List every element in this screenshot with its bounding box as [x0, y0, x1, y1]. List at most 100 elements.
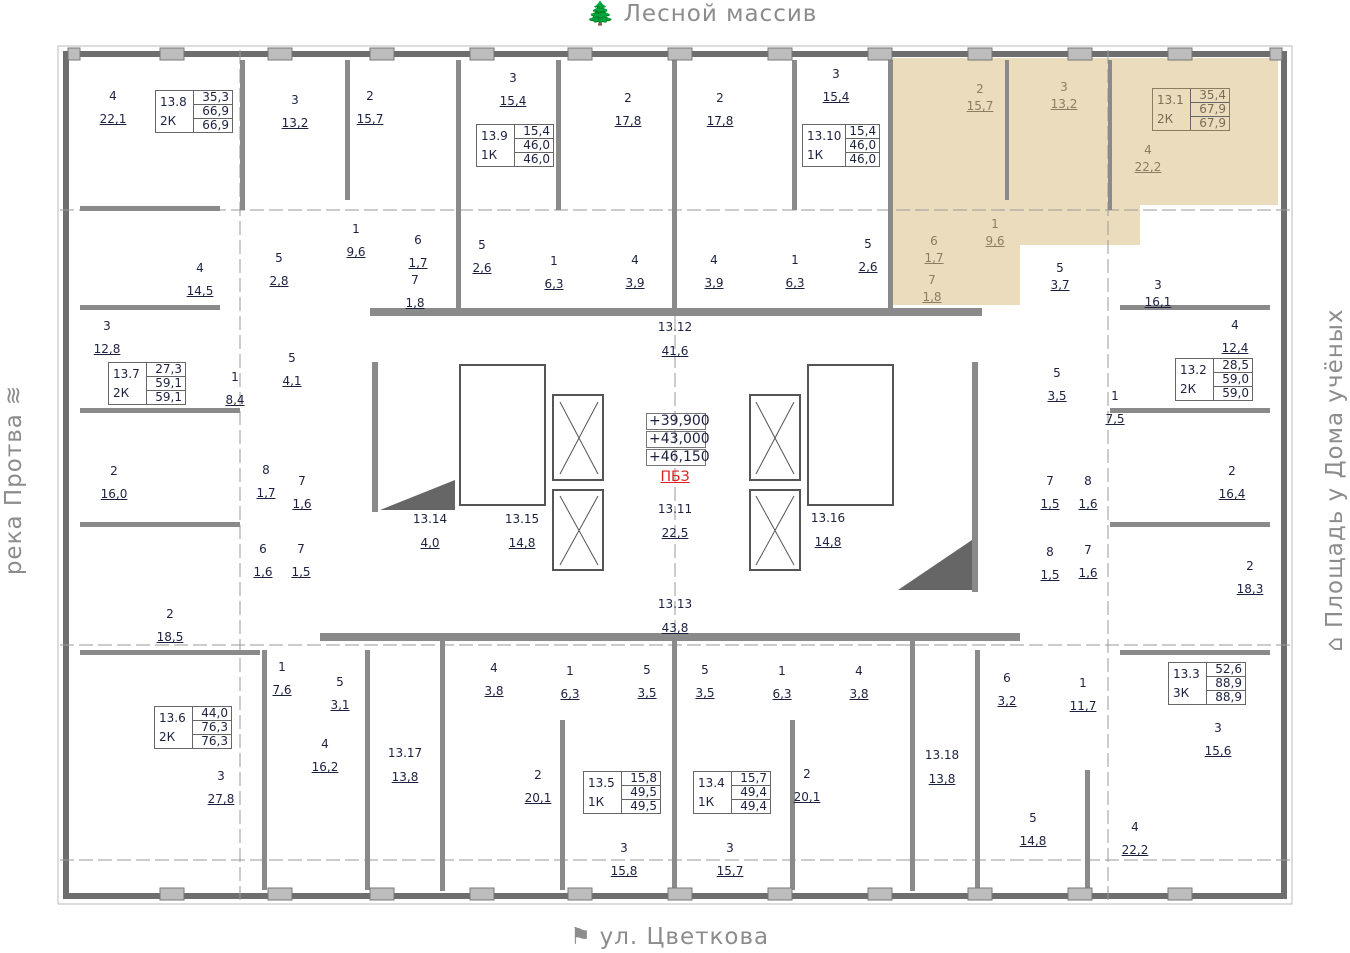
hall-id: 13.17 [387, 746, 423, 760]
room-area: 17,8 [614, 114, 642, 128]
room-number: 4 [490, 661, 498, 675]
room-area: 3,1 [330, 698, 350, 712]
hall-area: 22,5 [661, 526, 689, 540]
apartment-area-value: 88,9 [1207, 677, 1245, 691]
room-area: 1,6 [292, 497, 312, 511]
apartment-id: 13.8 [160, 95, 187, 110]
apartment-id: 13.10 [807, 129, 842, 144]
room-number: 4 [855, 664, 863, 678]
orientation-left: река Протва≋ [1, 384, 27, 576]
apartment-type: 2К [160, 113, 177, 128]
room-number: 1 [991, 217, 999, 231]
room-number: 2 [166, 607, 174, 621]
room-number: 5 [288, 351, 296, 365]
room-number: 2 [110, 464, 118, 478]
apartment-id: 13.1 [1157, 93, 1184, 108]
room-area: 4,1 [282, 374, 302, 388]
room-area: 9,6 [346, 245, 366, 259]
room-number: 7 [1046, 474, 1054, 488]
apartment-type: 1К [807, 147, 824, 162]
room-number: 2 [366, 89, 374, 103]
apartment-area-value: 49,4 [740, 799, 767, 813]
room-area: 6,3 [772, 687, 792, 701]
room-number: 3 [726, 841, 734, 855]
room-area: 3,5 [695, 686, 715, 700]
room-area: 1,8 [405, 296, 425, 310]
room-area: 3,8 [849, 687, 869, 701]
room-area: 1,7 [256, 486, 276, 500]
room-area: 20,1 [524, 791, 552, 805]
apartment-area-value: 59,0 [1222, 386, 1249, 400]
room-number: 7 [297, 542, 305, 556]
hall-area: 14,8 [814, 535, 842, 549]
room-area: 18,5 [156, 630, 184, 644]
room-number: 3 [1214, 721, 1222, 735]
apartment-id: 13.4 [698, 776, 725, 791]
interior-walls [80, 60, 1270, 891]
room-number: 5 [1029, 811, 1037, 825]
room-number: 4 [1231, 318, 1239, 332]
room-number: 4 [321, 737, 329, 751]
apartment-area-value: 49,4 [732, 786, 770, 800]
apartment-area-value: 46,0 [849, 152, 877, 166]
room-number: 5 [1056, 261, 1064, 275]
apartment-id: 13.7 [113, 367, 140, 382]
room-number: 5 [864, 237, 872, 251]
apartment-area-value: 49,5 [622, 786, 660, 800]
room-area: 6,3 [544, 277, 564, 291]
room-number: 3 [103, 319, 111, 333]
room-number: 4 [1131, 820, 1139, 834]
room-number: 8 [1046, 545, 1054, 559]
hall-area: 41,6 [661, 344, 689, 358]
room-number: 4 [1144, 143, 1152, 157]
room-area: 6,3 [785, 276, 805, 290]
room-number: 1 [231, 370, 239, 384]
room-number: 8 [262, 463, 270, 477]
apartment-id-type: 13.8 2К [156, 91, 194, 132]
room-area: 3,5 [637, 686, 657, 700]
apartment-id: 13.2 [1180, 363, 1207, 378]
apartment-type: 1К [698, 794, 715, 809]
room-number: 2 [976, 82, 984, 96]
room-number: 6 [414, 233, 422, 247]
building-icon: ⌂ [1322, 635, 1348, 652]
apartment-id: 13.5 [588, 776, 615, 791]
room-number: 2 [1246, 559, 1254, 573]
hall-id: 13.15 [504, 512, 540, 526]
room-number: 3 [1060, 80, 1068, 94]
room-area: 15,7 [356, 112, 384, 126]
room-area: 14,8 [1019, 834, 1047, 848]
room-number: 7 [928, 273, 936, 287]
hall-id: 13.12 [657, 320, 693, 334]
room-number: 8 [1084, 474, 1092, 488]
room-area: 3,5 [1047, 389, 1067, 403]
room-number: 2 [716, 91, 724, 105]
room-area: 2,6 [472, 261, 492, 275]
room-area: 3,2 [997, 694, 1017, 708]
room-number: 5 [275, 251, 283, 265]
apartment-area-value: 27,3 [147, 363, 185, 377]
apartment-area-value: 88,9 [1215, 690, 1242, 704]
room-number: 5 [336, 675, 344, 689]
apartment-area-value: 35,4 [1191, 89, 1229, 103]
signpost-icon: ⚑ [570, 924, 592, 950]
room-number: 4 [631, 253, 639, 267]
